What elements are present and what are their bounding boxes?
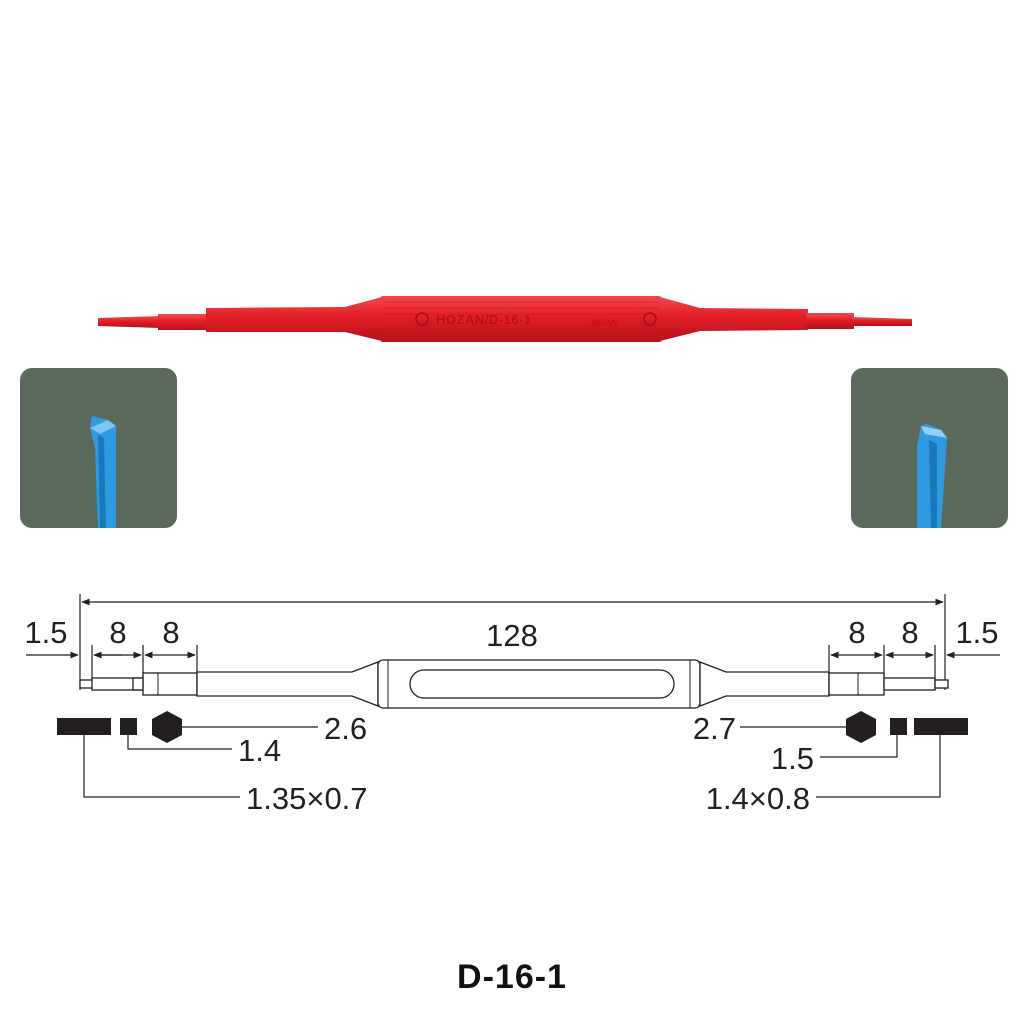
left-tip-closeup: [20, 368, 177, 528]
left-blade-leader: [83, 735, 240, 798]
right-tip-length-label: 1.5: [955, 615, 998, 650]
right-blade-section: [914, 718, 968, 735]
left-hex-label: 2.6: [324, 711, 367, 746]
right-tip-closeup-image: [851, 368, 1008, 528]
overall-length-label: 128: [486, 618, 538, 653]
right-tip: [852, 317, 912, 326]
left-square-section: [120, 718, 137, 735]
left-shaft-thin: [158, 314, 208, 330]
grip-left-dot: [415, 312, 429, 326]
left-tip: [98, 316, 160, 328]
right-hex-label: 2.7: [693, 711, 736, 746]
section-divisions: [157, 660, 859, 708]
right-tip-closeup: [851, 368, 1008, 528]
driver-photo: HOZAN/D-16-1 JAPAN: [98, 296, 912, 342]
grip-right-dot: [643, 312, 657, 326]
engraving-text: HOZAN/D-16-1: [436, 312, 532, 327]
right-blade-label: 1.4×0.8: [706, 781, 810, 816]
left-step2-label: 8: [162, 615, 179, 650]
right-shaft-thin: [806, 313, 854, 329]
right-step2-label: 8: [901, 615, 918, 650]
right-square-label: 1.5: [771, 741, 814, 776]
right-shaft: [660, 297, 808, 341]
left-step1-label: 8: [109, 615, 126, 650]
left-tip-length-label: 1.5: [24, 615, 67, 650]
model-number: D-16-1: [457, 958, 567, 996]
right-hex-section: [846, 711, 876, 743]
left-square-label: 1.4: [238, 733, 281, 768]
right-blade-leader: [816, 735, 941, 798]
driver-outline: [79, 659, 949, 709]
left-blade-section: [57, 718, 111, 735]
right-step1-label: 8: [848, 615, 865, 650]
left-hex-section: [152, 711, 182, 743]
left-tip-closeup-image: [20, 368, 177, 528]
left-shaft: [206, 297, 382, 341]
left-blade-label: 1.35×0.7: [246, 781, 368, 816]
right-square-section: [890, 718, 907, 735]
grip-ridges: [384, 301, 658, 338]
country-text: JAPAN: [590, 318, 618, 328]
right-square-leader: [820, 735, 898, 758]
left-square-leader: [127, 735, 232, 750]
